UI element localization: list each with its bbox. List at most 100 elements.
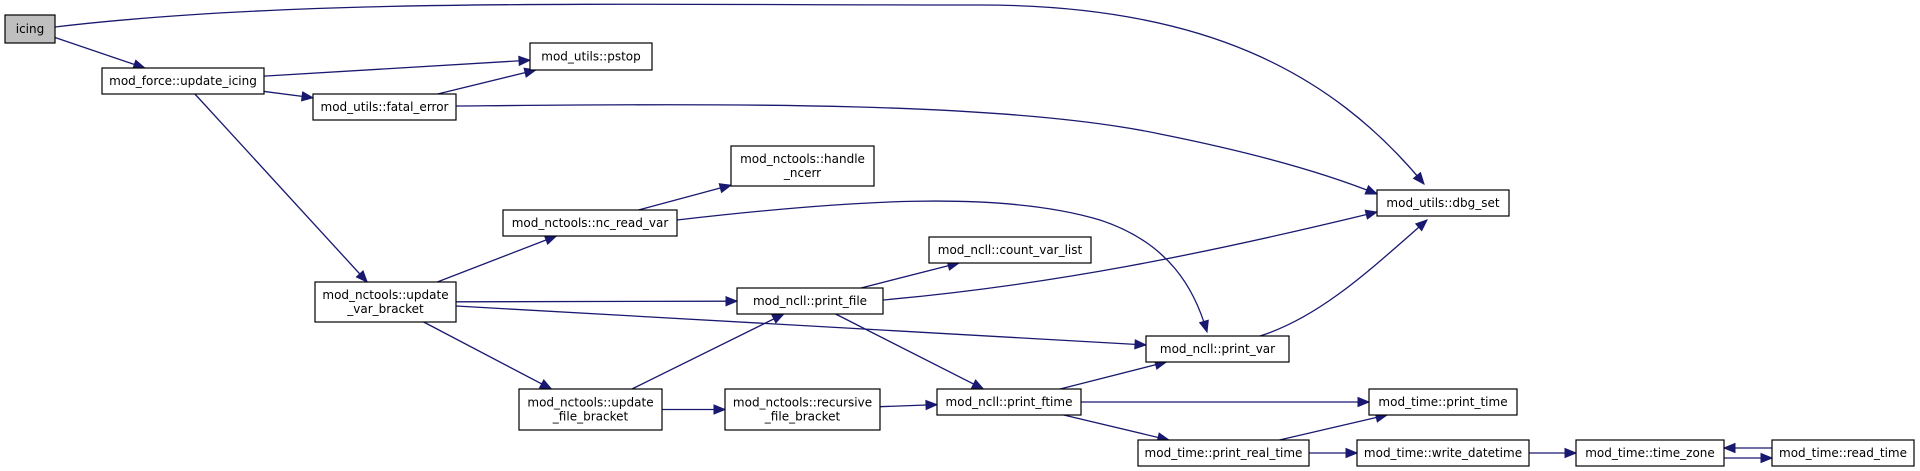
edge-print_file-to-count_var_list <box>860 260 961 289</box>
node-label: mod_nctools::recursive <box>733 396 872 410</box>
node-box <box>1368 388 1518 416</box>
node-recursive-file-bracket[interactable]: mod_nctools::recursive_file_bracket <box>724 388 881 431</box>
node-box <box>314 281 457 323</box>
node-update-file-bracket[interactable]: mod_nctools::update_file_bracket <box>518 388 663 431</box>
node-write-datetime[interactable]: mod_time::write_datetime <box>1356 439 1530 467</box>
node-label: mod_time::write_datetime <box>1364 446 1522 460</box>
edge-line <box>1279 414 1388 441</box>
edge-line <box>1059 361 1167 390</box>
edge-line <box>54 3 1425 185</box>
node-label: _ncerr <box>783 166 821 180</box>
node-label: _var_bracket <box>346 302 424 316</box>
edge-line <box>1063 414 1169 441</box>
node-count-var-list[interactable]: mod_ncll::count_var_list <box>928 236 1092 264</box>
node-label: icing <box>16 22 45 36</box>
node-fatal-error[interactable]: mod_utils::fatal_error <box>312 93 457 121</box>
edge-arrowhead <box>1357 396 1371 408</box>
node-box <box>502 209 678 237</box>
edge-nc_read_var-to-print_var <box>676 200 1209 334</box>
node-dbg-set[interactable]: mod_utils::dbg_set <box>1376 189 1510 217</box>
node-print-real-time[interactable]: mod_time::print_real_time <box>1137 439 1310 467</box>
node-label: mod_ncll::print_var <box>1160 342 1275 356</box>
node-label: mod_nctools::handle <box>740 152 865 166</box>
node-handle-ncerr[interactable]: mod_nctools::handle_ncerr <box>730 145 875 187</box>
edge-line <box>1259 219 1428 337</box>
edge-arrowhead <box>543 235 558 246</box>
edge-arrowhead <box>970 379 985 390</box>
edges-layer <box>54 3 1774 464</box>
node-label: mod_time::read_time <box>1779 446 1907 460</box>
edge-update_var_bracket-to-update_file_bracket <box>423 321 553 390</box>
node-update-icing[interactable]: mod_force::update_icing <box>101 67 265 95</box>
edge-print_var-to-dbg_set <box>1259 219 1428 337</box>
edge-update_icing-to-pstop <box>263 55 532 77</box>
edge-update_var_bracket-to-nc_read_var <box>437 235 558 283</box>
node-label: mod_time::print_time <box>1378 395 1507 409</box>
node-box <box>518 388 663 431</box>
node-label: mod_ncll::count_var_list <box>938 243 1083 257</box>
edge-arrowhead <box>725 295 739 307</box>
edge-read_time-to-time_zone <box>1722 442 1772 454</box>
edge-line <box>455 300 738 303</box>
edge-arrowhead <box>1134 339 1148 350</box>
edge-print_ftime-to-print_time <box>1081 396 1371 408</box>
node-print-file[interactable]: mod_ncll::print_file <box>736 287 884 315</box>
edge-arrowhead <box>1345 447 1359 459</box>
edge-update_icing-to-fatal_error <box>263 90 315 102</box>
edge-line <box>835 313 984 390</box>
edge-arrowhead <box>1722 442 1736 454</box>
node-time-zone[interactable]: mod_time::time_zone <box>1575 439 1725 467</box>
edge-update_var_bracket-to-print_var <box>455 305 1148 350</box>
edge-line <box>423 321 552 390</box>
node-icing[interactable]: icing <box>4 14 56 44</box>
node-label: _file_bracket <box>552 410 629 424</box>
edge-fatal_error-to-dbg_set <box>455 104 1379 195</box>
node-label: mod_nctools::nc_read_var <box>512 216 669 230</box>
edge-line <box>455 305 1147 346</box>
edge-line <box>437 235 557 283</box>
node-pstop[interactable]: mod_utils::pstop <box>529 42 653 71</box>
node-label: mod_ncll::print_file <box>753 294 867 308</box>
edge-arrowhead <box>538 379 553 390</box>
edge-update_file_bracket-to-recursive_file_bracket <box>662 404 727 415</box>
edge-line <box>54 36 145 69</box>
node-read-time[interactable]: mod_time::read_time <box>1771 439 1915 467</box>
edge-arrowhead <box>300 91 315 102</box>
node-box <box>4 14 56 44</box>
node-label: mod_ncll::print_ftime <box>946 395 1073 409</box>
edge-arrowhead <box>718 183 733 194</box>
edge-line <box>860 262 960 289</box>
edge-icing-to-dbg_set <box>54 3 1425 186</box>
edge-arrowhead <box>1414 219 1428 232</box>
node-print-var[interactable]: mod_ncll::print_var <box>1145 335 1290 363</box>
edge-arrowhead <box>1364 209 1379 220</box>
edge-line <box>455 104 1378 195</box>
edge-arrowhead <box>771 313 785 324</box>
node-label: _file_bracket <box>764 410 841 424</box>
edge-nc_read_var-to-handle_ncerr <box>638 183 733 211</box>
edge-arrowhead <box>1364 184 1379 195</box>
edge-recursive_file_bracket-to-print_ftime <box>879 399 939 411</box>
edge-line <box>638 184 732 211</box>
node-label: mod_time::time_zone <box>1585 446 1715 460</box>
node-label: mod_nctools::update <box>322 288 448 302</box>
edge-line <box>437 69 536 95</box>
node-box <box>724 388 881 431</box>
edge-update_file_bracket-to-print_file <box>631 313 785 390</box>
node-label: mod_utils::fatal_error <box>321 100 449 114</box>
edge-line <box>676 200 1208 333</box>
edge-line <box>631 313 784 390</box>
node-print-ftime[interactable]: mod_ncll::print_ftime <box>936 388 1082 416</box>
node-nc-read-var[interactable]: mod_nctools::nc_read_var <box>502 209 678 237</box>
node-print-time[interactable]: mod_time::print_time <box>1368 388 1518 416</box>
node-box <box>1145 335 1290 363</box>
node-box <box>730 145 875 187</box>
edge-print_ftime-to-print_real_time <box>1063 414 1171 443</box>
edge-arrowhead <box>355 269 369 283</box>
edge-print_ftime-to-print_var <box>1059 359 1168 390</box>
edge-time_zone-to-read_time <box>1724 452 1774 464</box>
node-update-var-bracket[interactable]: mod_nctools::update_var_bracket <box>314 281 457 323</box>
edge-line <box>194 93 368 283</box>
